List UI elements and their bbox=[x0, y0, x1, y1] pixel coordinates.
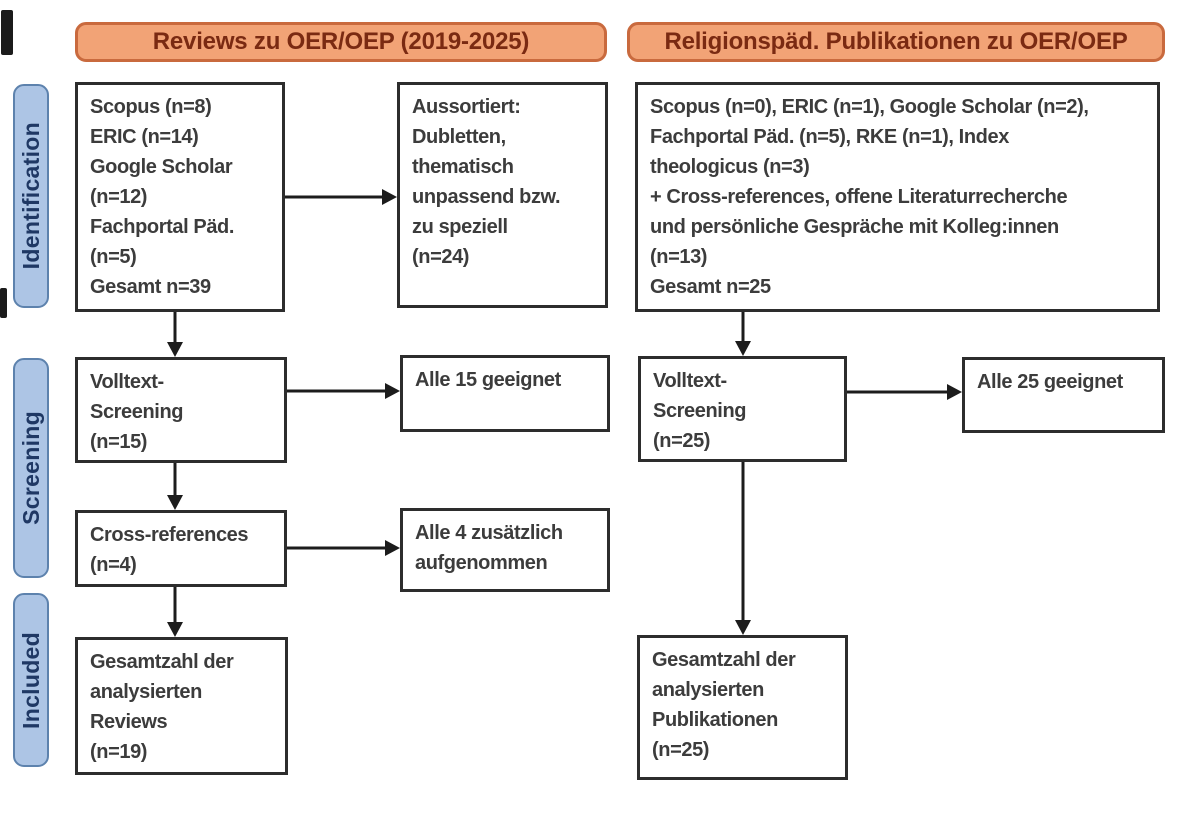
stage-label-included: Included bbox=[13, 593, 49, 767]
box-right-fulltext-result: Alle 25 geeignet bbox=[962, 357, 1165, 433]
right-column-header: Religionspäd. Publikationen zu OER/OEP bbox=[627, 22, 1165, 62]
box-left-sources: Scopus (n=8) ERIC (n=14) Google Scholar … bbox=[75, 82, 285, 312]
stage-label-screening: Screening bbox=[13, 358, 49, 578]
arrowhead bbox=[735, 341, 751, 356]
arrowhead bbox=[167, 622, 183, 637]
scan-artifact bbox=[1, 10, 13, 55]
arrowhead bbox=[167, 495, 183, 510]
arrowhead bbox=[167, 342, 183, 357]
box-left-crossref-result: Alle 4 zusätzlich aufgenommen bbox=[400, 508, 610, 592]
arrowhead bbox=[385, 540, 400, 556]
left-column-header-label: Reviews zu OER/OEP (2019-2025) bbox=[152, 28, 530, 55]
box-left-excluded: Aussortiert: Dubletten, thematisch unpas… bbox=[397, 82, 608, 308]
right-column-header-label: Religionspäd. Publikationen zu OER/OEP bbox=[664, 28, 1128, 55]
arrowhead bbox=[385, 383, 400, 399]
stage-label-screening-text: Screening bbox=[17, 411, 44, 525]
stage-label-included-text: Included bbox=[17, 631, 44, 729]
box-left-crossref: Cross-references (n=4) bbox=[75, 510, 287, 587]
box-left-fulltext-result: Alle 15 geeignet bbox=[400, 355, 610, 432]
stage-label-identification-text: Identification bbox=[17, 122, 44, 270]
arrowhead bbox=[382, 189, 397, 205]
box-right-included-total: Gesamtzahl der analysierten Publikatione… bbox=[637, 635, 848, 780]
box-right-sources: Scopus (n=0), ERIC (n=1), Google Scholar… bbox=[635, 82, 1160, 312]
box-left-included-total: Gesamtzahl der analysierten Reviews (n=1… bbox=[75, 637, 288, 775]
left-column-header: Reviews zu OER/OEP (2019-2025) bbox=[75, 22, 607, 62]
scan-artifact bbox=[0, 288, 7, 318]
box-left-fulltext-screening: Volltext- Screening (n=15) bbox=[75, 357, 287, 463]
box-right-fulltext-screening: Volltext- Screening (n=25) bbox=[638, 356, 847, 462]
stage-label-identification: Identification bbox=[13, 84, 49, 308]
arrowhead bbox=[947, 384, 962, 400]
arrowhead bbox=[735, 620, 751, 635]
